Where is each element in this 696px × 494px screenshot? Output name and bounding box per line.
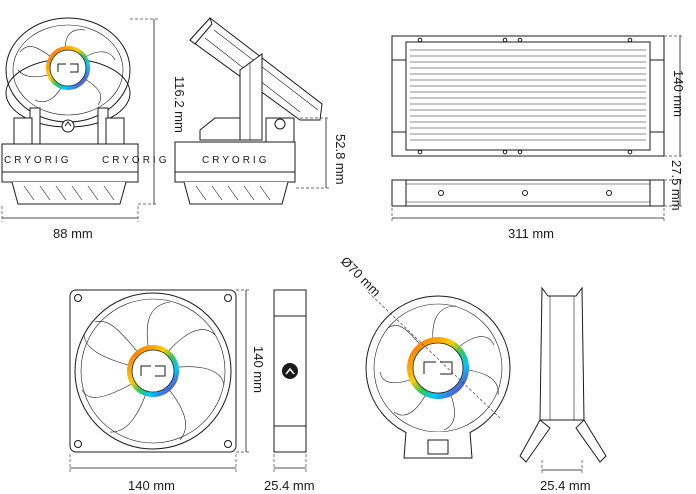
dim-fan-height: 140 mm (251, 346, 266, 393)
dim-radiator-height: 140 mm (671, 70, 686, 117)
dim-pump-height: 116.2 mm (172, 76, 187, 133)
pump-side-view: CRYORIG (174, 17, 330, 205)
dim-fan-width: 140 mm (128, 478, 175, 493)
dim-radiator-thickness: 27.5 mm (669, 160, 684, 211)
chevron-up-icon (282, 363, 298, 379)
cryorig-logo-icon (46, 46, 90, 90)
dim-radiator-length: 311 mm (508, 226, 554, 241)
dim-fan-thickness: 25.4 mm (264, 478, 315, 493)
radiator-top-view (391, 179, 684, 222)
pump-fan-side-view (519, 286, 607, 474)
pump-fan-front-view (365, 291, 511, 459)
brand-label-left: CRYORIG (4, 155, 72, 166)
brand-label-right: CRYORIG (102, 155, 170, 166)
dim-pump-fan-thickness: 25.4 mm (540, 478, 591, 493)
brand-label-side: CRYORIG (202, 155, 270, 166)
pump-front-view: CRYORIG CRYORIG (1, 17, 170, 222)
fan-front-view (69, 289, 250, 472)
dim-base-height: 52.8 mm (333, 134, 348, 185)
dim-pump-width: 88 mm (53, 226, 93, 241)
cryorig-logo-icon (407, 337, 469, 399)
dim-pump-fan-diameter: Ø70 mm (338, 254, 384, 300)
cryorig-logo-icon (127, 345, 179, 397)
fan-side-view (273, 289, 307, 472)
radiator-front-view (391, 35, 684, 157)
